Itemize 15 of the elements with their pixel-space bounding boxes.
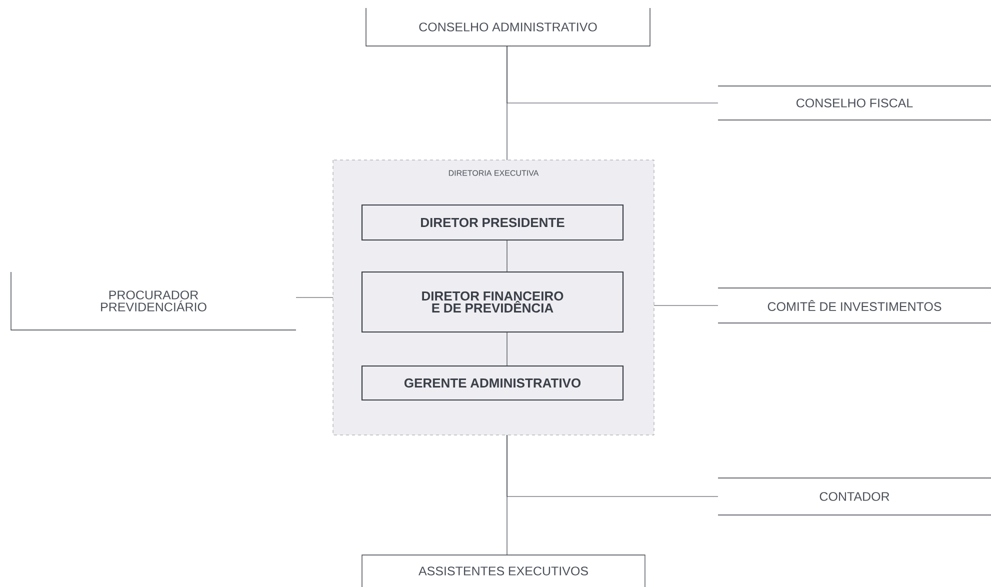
position-box: DIRETOR PRESIDENTE <box>361 204 624 241</box>
position-box: ASSISTENTES EXECUTIVOS <box>362 554 646 587</box>
connector-line <box>506 240 508 272</box>
connector-line <box>506 332 508 366</box>
position-box: COMITÊ DE INVESTIMENTOS <box>718 288 991 324</box>
position-box: PROCURADOR PREVIDENCIÁRIO <box>10 272 296 330</box>
connector-line <box>654 305 718 306</box>
connector-line <box>296 297 334 298</box>
position-box: GERENTE ADMINISTRATIVO <box>361 365 624 401</box>
position-box: DIRETOR FINANCEIRO E DE PREVIDÊNCIA <box>361 271 624 333</box>
position-box: CONSELHO ADMINISTRATIVO <box>366 8 650 46</box>
position-box: CONSELHO FISCAL <box>718 86 991 120</box>
position-box: CONTADOR <box>718 478 991 516</box>
connector-line <box>506 46 508 160</box>
connector-line <box>506 434 508 556</box>
